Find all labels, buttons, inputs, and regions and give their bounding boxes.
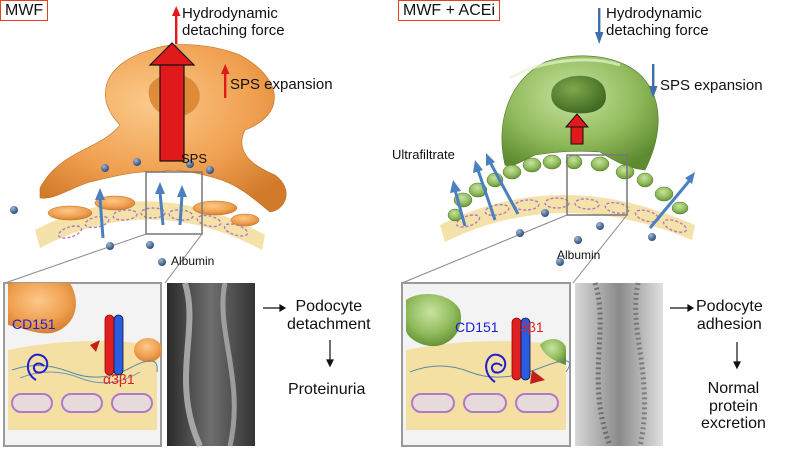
right-filtration-arrows [450, 153, 695, 229]
right-albumin-dots [516, 209, 656, 266]
right-nucleus [551, 75, 606, 114]
integrin-label-right: α3β1 [512, 319, 544, 335]
right-endothelium [455, 197, 688, 233]
right-cd151-loop [485, 353, 507, 383]
left-em-image [167, 283, 255, 446]
left-outcome-arrows [263, 303, 334, 368]
right-sps-arrow [649, 64, 658, 98]
right-em-image [575, 283, 663, 446]
condition-label-left: MWF [0, 0, 49, 21]
right-force-arrow [595, 8, 604, 44]
right-red-arrow [564, 113, 590, 145]
cd151-label-left: CD151 [12, 316, 56, 332]
left-foot-processes [47, 195, 260, 227]
left-cd151-loop [26, 353, 49, 381]
outcome-detachment: Podocyte detachment [287, 298, 371, 333]
outcome-normal-excretion: Normal protein excretion [701, 380, 766, 433]
left-force-arrow [172, 6, 181, 44]
left-sps-arrow [221, 64, 230, 98]
right-zoom-box [566, 154, 628, 216]
sps-label: SPS [181, 151, 208, 166]
force-label-left: Hydrodynamic detaching force [182, 5, 285, 39]
albumin-label-right: Albumin [557, 248, 601, 262]
left-zoom-box [145, 171, 203, 235]
right-outcome-arrows [670, 303, 741, 370]
ultrafiltrate-label: Ultrafiltrate [392, 147, 455, 162]
outcome-adhesion: Podocyte adhesion [696, 298, 763, 333]
albumin-label-left: Albumin [171, 254, 215, 268]
integrin-label-left: α3β1 [103, 371, 135, 387]
cd151-label-right: CD151 [455, 319, 499, 335]
sps-expansion-label-right: SPS expansion [660, 77, 763, 94]
left-filtration-arrows [95, 182, 187, 239]
left-detach-arrow [148, 42, 196, 162]
right-gbm [440, 195, 695, 242]
force-label-right: Hydrodynamic detaching force [606, 5, 709, 39]
left-albumin-dots [10, 158, 214, 266]
sps-expansion-label-left: SPS expansion [230, 76, 333, 93]
outcome-proteinuria: Proteinuria [288, 381, 366, 398]
right-foot-processes [447, 154, 689, 222]
condition-label-right: MWF + ACEi [398, 0, 501, 21]
